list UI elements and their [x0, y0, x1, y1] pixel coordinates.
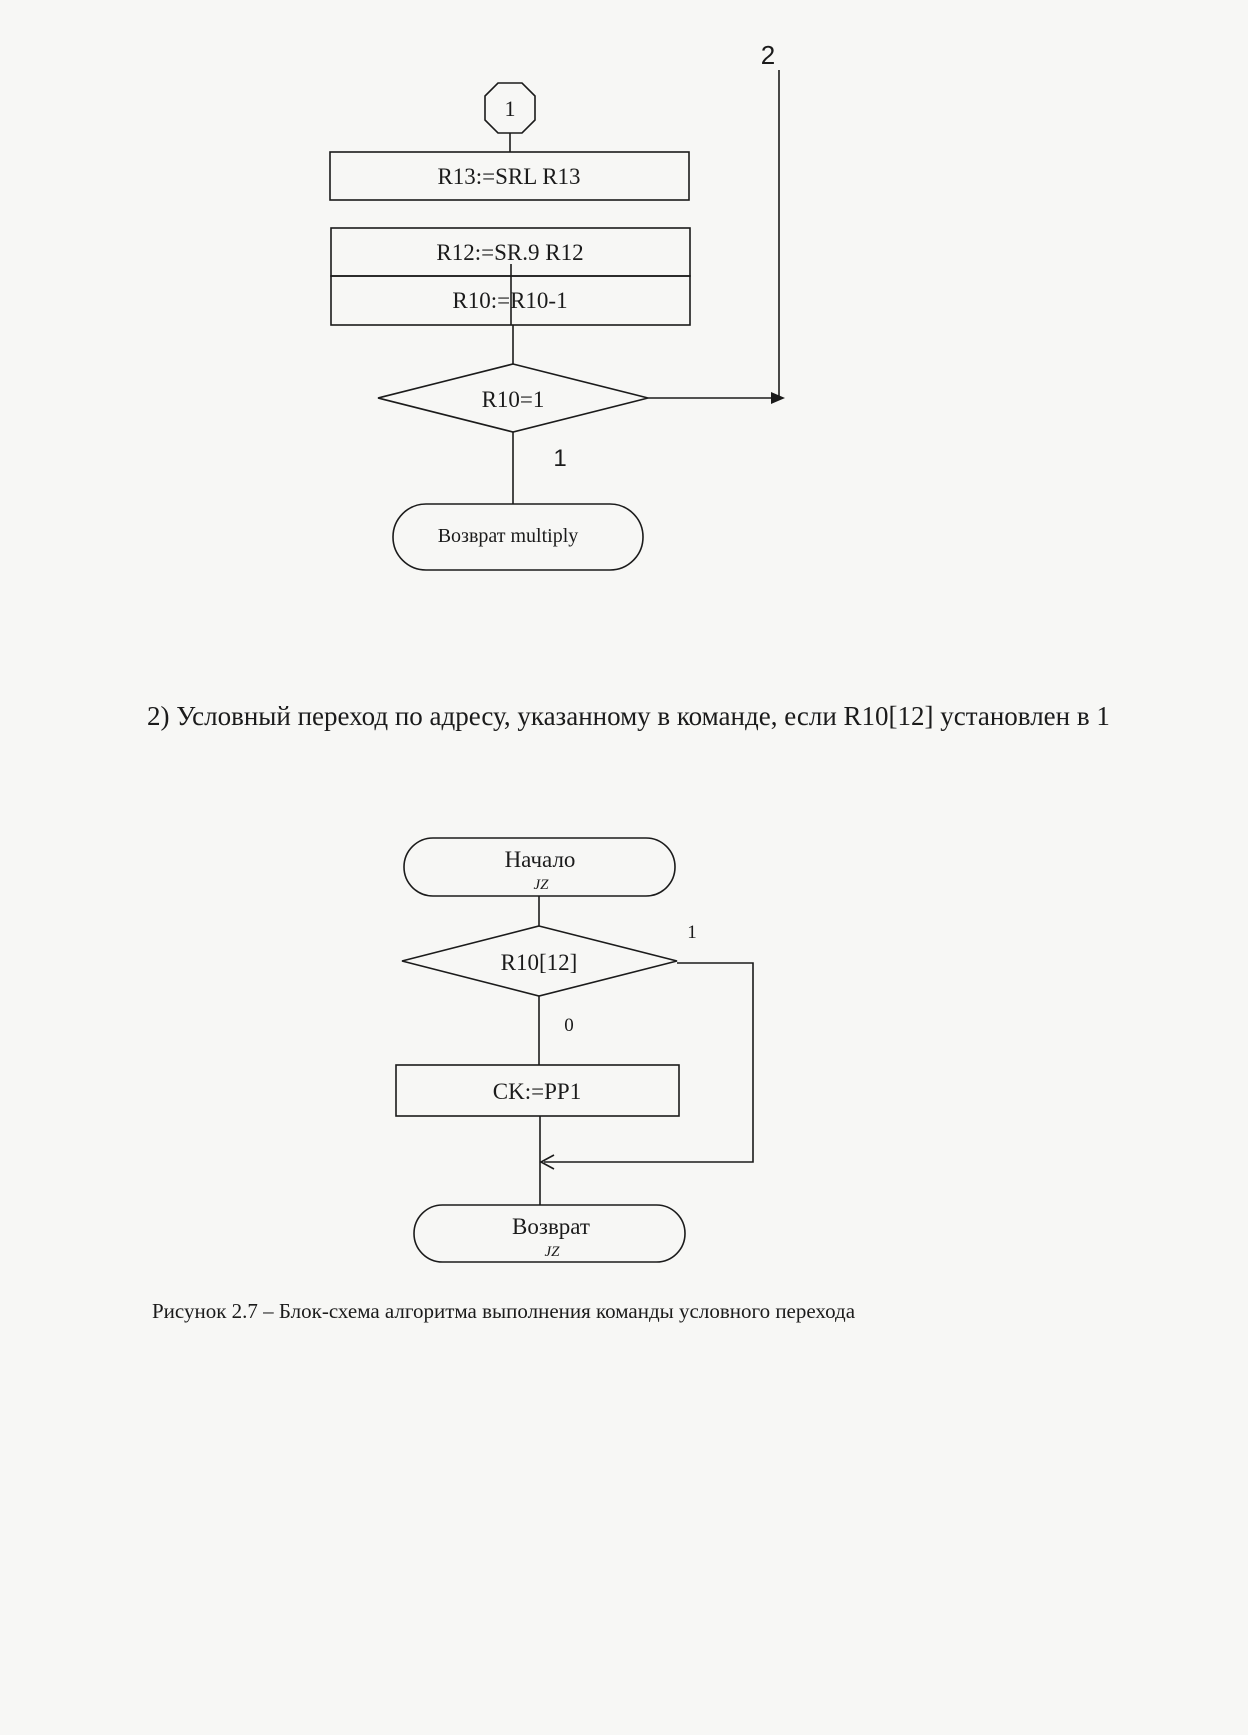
end-sublabel: JZ: [545, 1244, 561, 1260]
end-label: Возврат: [512, 1214, 590, 1239]
flowchart-multiply-end: 1 R13:=SRL R13 R12:=SR.9 R12 R10:=R10-1 …: [329, 40, 785, 571]
decision-text-r10-12: R10[12]: [501, 950, 578, 975]
branch-false-label: 0: [564, 1015, 574, 1036]
branch-true-line: [544, 962, 754, 1163]
process-text-ck: CK:=PP1: [493, 1079, 581, 1104]
terminal-return-multiply: [392, 503, 644, 571]
decision-text-r10: R10=1: [482, 387, 545, 412]
paragraph-conditional-jump: 2) Условный переход по адресу, указанном…: [147, 701, 1110, 731]
flowchart-jz: Начало JZ R10[12] 1 0 CK:=PP1 Возврат JZ: [395, 837, 754, 1263]
connector-symbol: [484, 82, 536, 134]
terminal-return: [413, 1204, 686, 1263]
branch-down-label: 1: [553, 445, 566, 472]
start-label: Начало: [505, 847, 576, 872]
process-block-r13: [329, 151, 690, 201]
terminal-text: Возврат multiply: [438, 525, 579, 547]
connector-label: 1: [505, 96, 516, 121]
arrowhead-merge: [539, 1154, 555, 1170]
arrowhead-right: [771, 392, 785, 404]
branch-true-label: 1: [687, 922, 697, 943]
start-sublabel: JZ: [534, 877, 550, 893]
process-ck: [395, 1064, 680, 1117]
figure-caption: Рисунок 2.7 – Блок-схема алгоритма выпол…: [152, 1299, 856, 1323]
process-text-r12: R12:=SR.9 R12: [436, 240, 583, 265]
process-text-r13: R13:=SRL R13: [437, 164, 580, 189]
exit-label-2: 2: [761, 40, 775, 70]
process-text-r10: R10:=R10-1: [452, 288, 567, 313]
